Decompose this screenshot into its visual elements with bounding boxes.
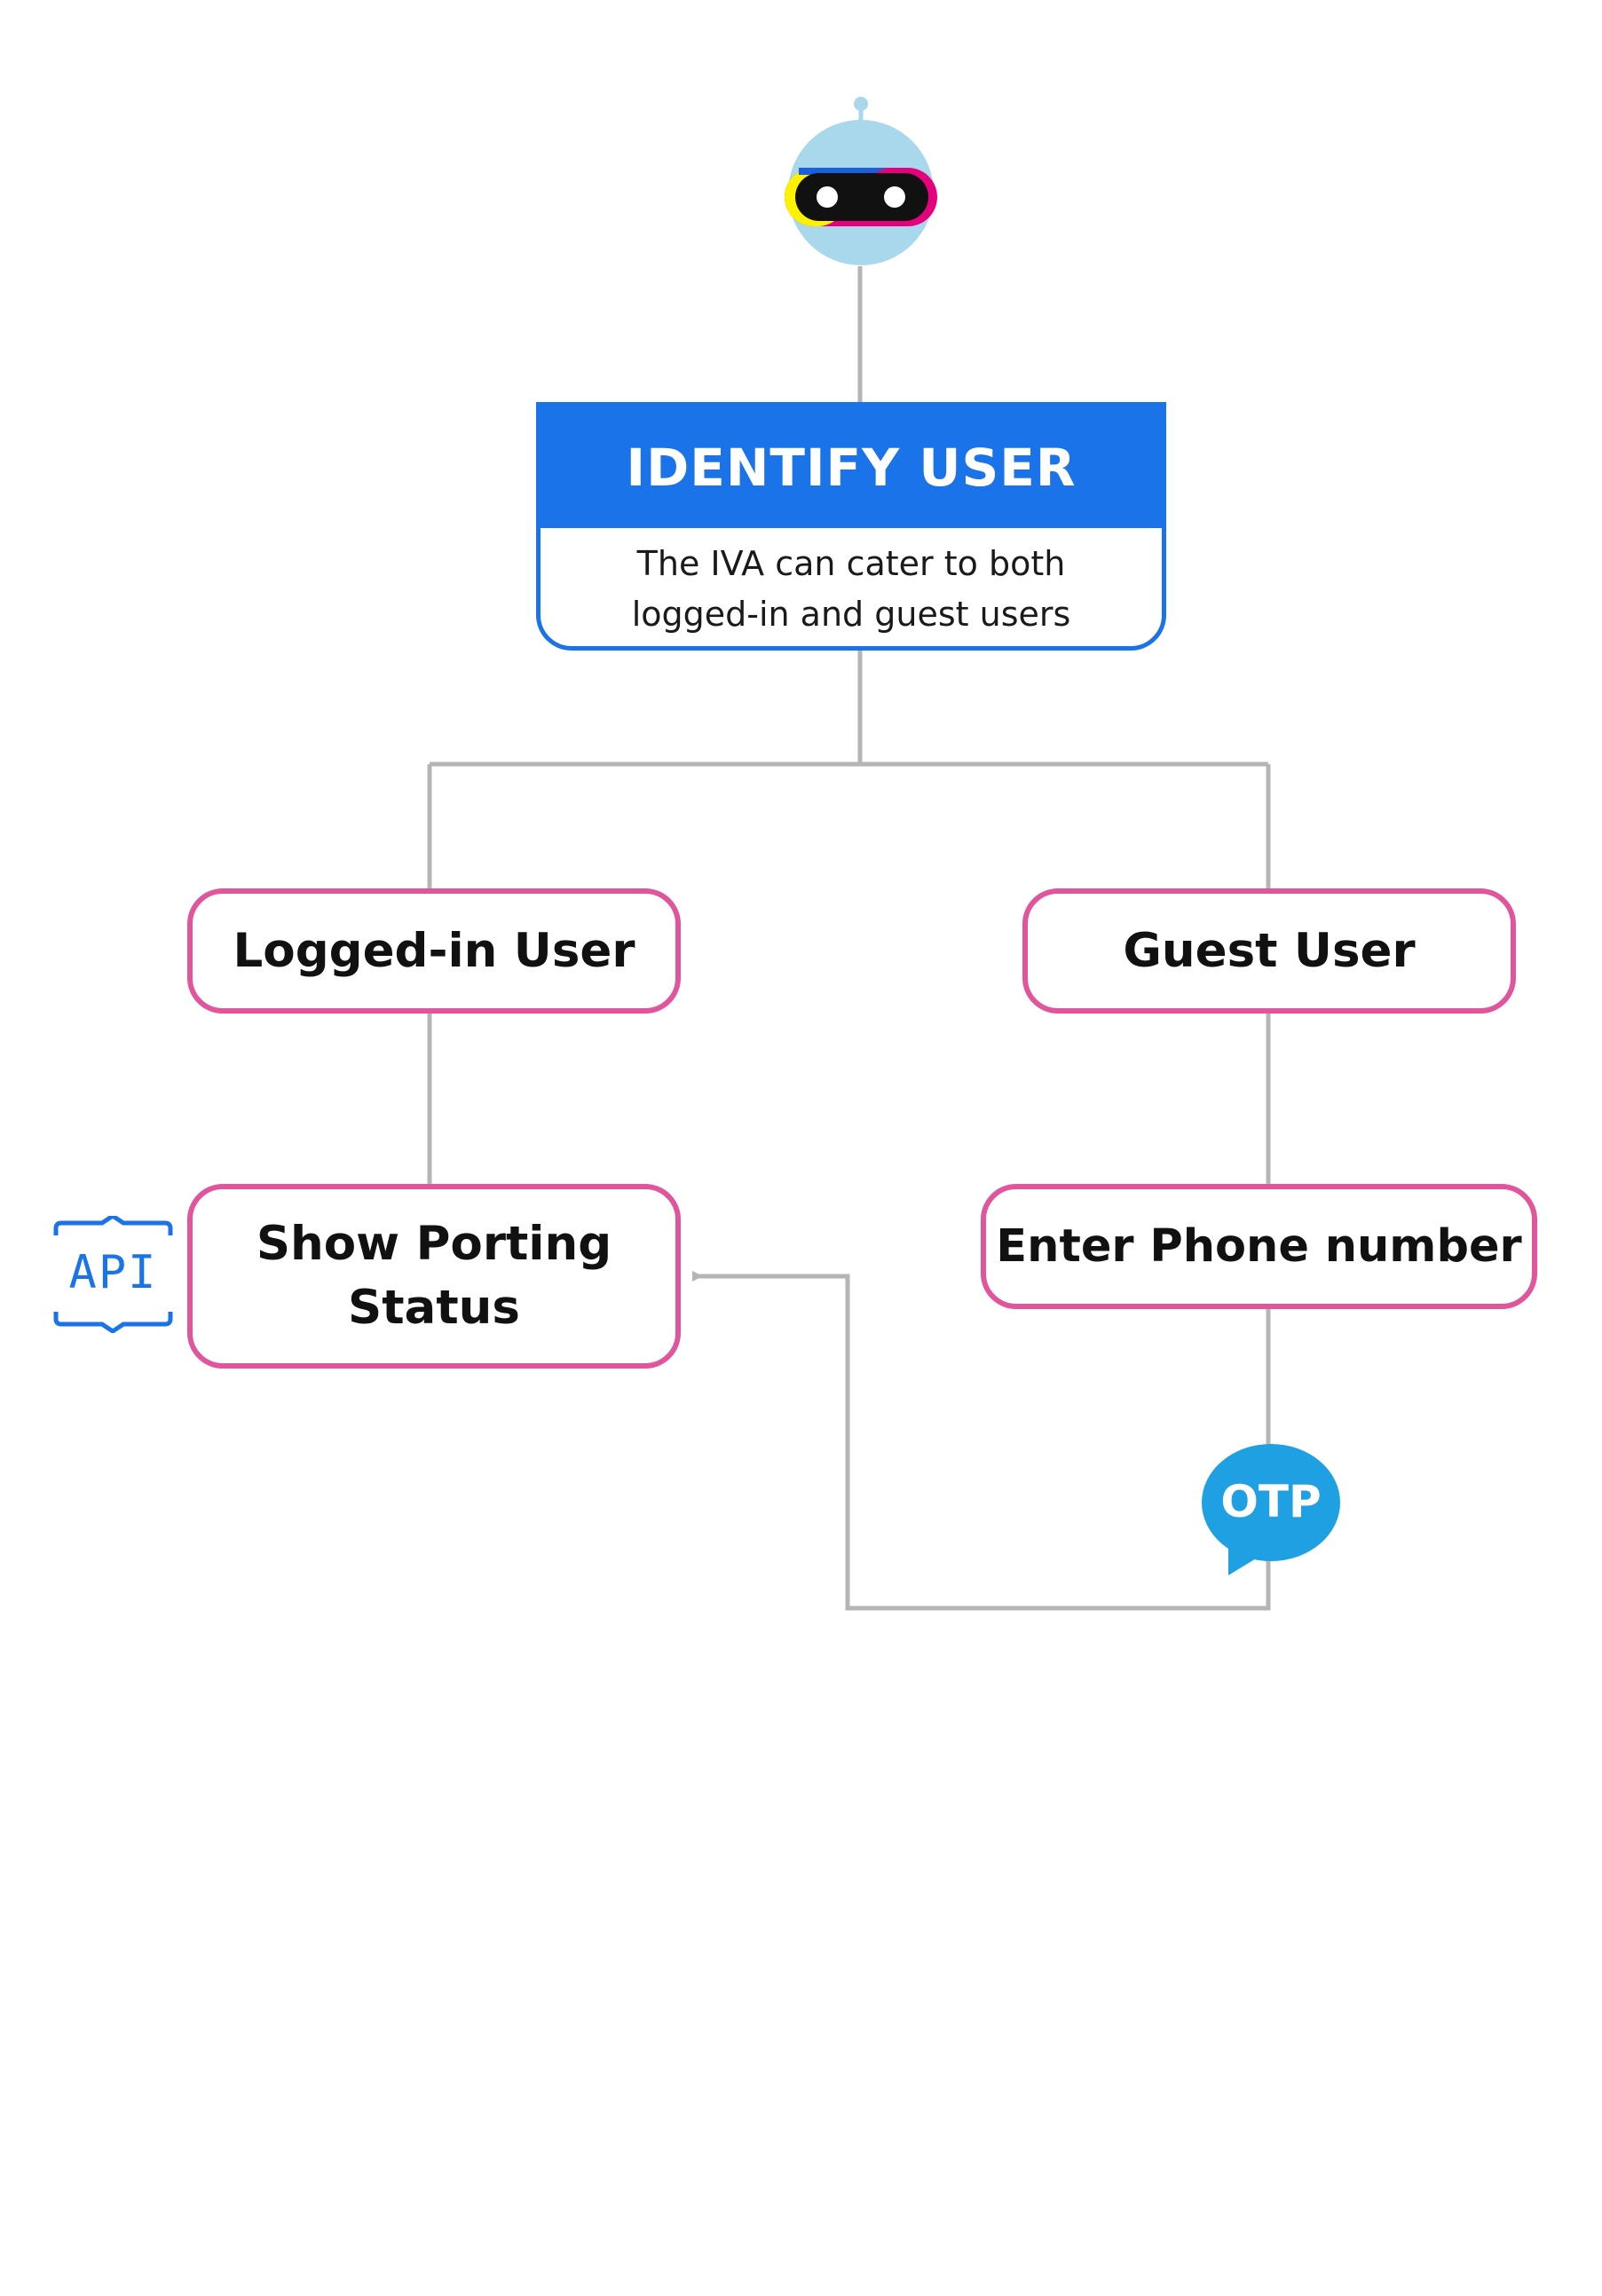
node-logged-in-user-label: Logged-in User	[233, 923, 635, 978]
connector-identify-branch	[427, 651, 1271, 888]
api-icon	[53, 1216, 173, 1333]
node-enter-phone-label: Enter Phone number	[996, 1219, 1522, 1273]
identify-description-line-2: logged-in and guest users	[631, 595, 1071, 634]
identify-user-title: IDENTIFY USER	[541, 406, 1162, 528]
identify-user-card: IDENTIFY USER The IVA can cater to both …	[536, 402, 1166, 651]
node-guest-user: Guest User	[1022, 888, 1516, 1014]
identify-user-description: The IVA can cater to both logged-in and …	[541, 528, 1162, 640]
node-show-porting-line-1: Show Porting	[256, 1217, 612, 1271]
connector-phone-to-porting-arrow	[692, 1271, 1271, 1611]
otp-speech-bubble-icon	[1202, 1444, 1340, 1575]
node-guest-user-label: Guest User	[1123, 923, 1416, 978]
otp-label: OTP	[1220, 1476, 1322, 1527]
node-logged-in-user: Logged-in User	[187, 888, 681, 1014]
robot-icon	[785, 97, 937, 265]
node-show-porting-line-2: Status	[348, 1281, 520, 1335]
node-show-porting-status: Show Porting Status	[187, 1184, 681, 1369]
node-show-porting-label: Show Porting Status	[256, 1212, 612, 1340]
node-enter-phone-number: Enter Phone number	[981, 1184, 1537, 1309]
identify-description-line-1: The IVA can cater to both	[636, 544, 1066, 583]
api-label: API	[68, 1246, 158, 1299]
